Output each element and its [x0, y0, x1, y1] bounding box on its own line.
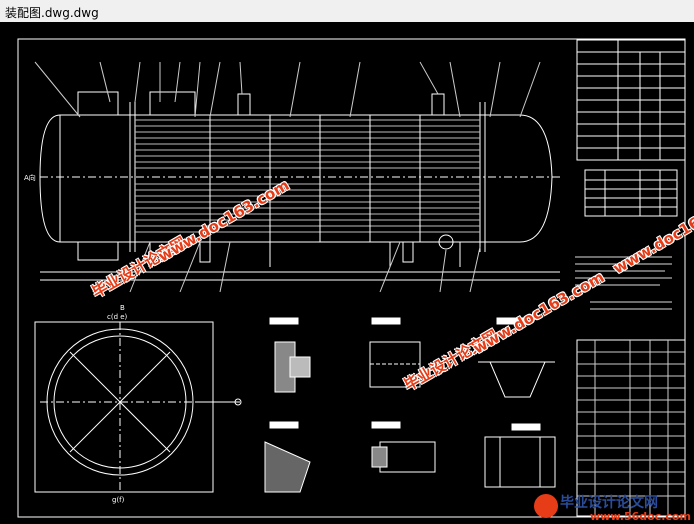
- cad-drawing: A向 c(d e) g(f) B: [17, 38, 686, 518]
- footer-logo: 毕业设计论文网 www.56doc.com: [530, 492, 694, 524]
- section-bottom-label: g(f): [112, 496, 125, 504]
- section-top-label: c(d e): [107, 313, 128, 321]
- footer-logo-cn: 毕业设计论文网: [560, 495, 658, 511]
- logo-badge-icon: [534, 494, 558, 518]
- cad-drawing-canvas[interactable]: A向 c(d e) g(f) B 毕业设计论文网 www.doc163.com …: [0, 22, 694, 524]
- footer-logo-url: www.56doc.com: [590, 510, 691, 523]
- vessel-outline: [39, 114, 553, 243]
- window-title: 装配图.dwg.dwg: [5, 6, 99, 20]
- drawing-border: [17, 38, 686, 518]
- view-label: B: [120, 304, 125, 312]
- parts-list: [576, 339, 686, 517]
- nozzle-table: [584, 169, 678, 217]
- dim-label-left: A向: [24, 173, 36, 182]
- window-titlebar: 装配图.dwg.dwg: [0, 0, 694, 23]
